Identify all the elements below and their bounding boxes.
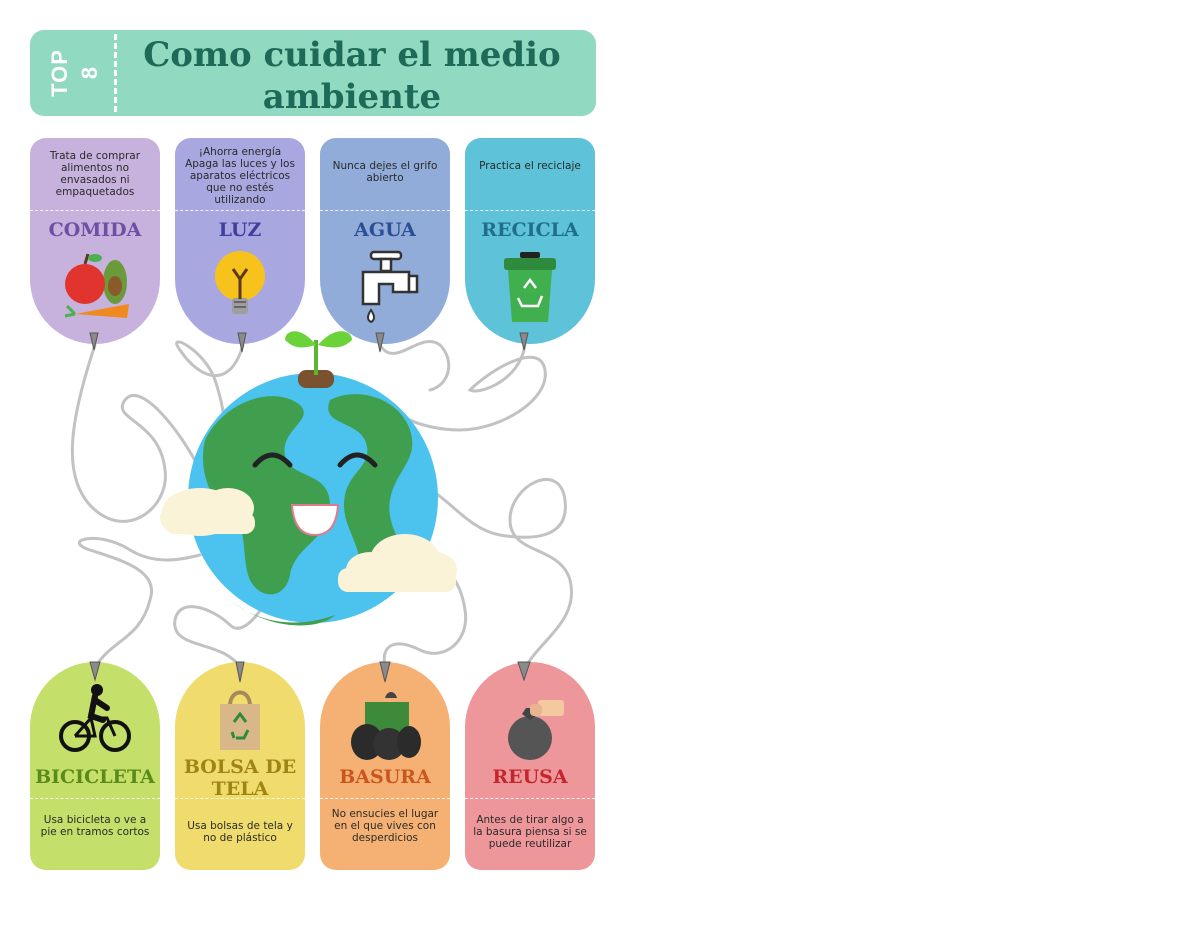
card-label: BASURA [339,766,431,788]
cloth-bag-icon [220,690,260,750]
recycle-bin-icon [504,252,556,322]
clip-icon [379,661,391,683]
card-description: Antes de tirar algo a la basura piensa s… [473,814,587,850]
clip-icon [375,332,385,353]
card-description: Usa bicicleta o ve a pie en tramos corto… [40,814,150,838]
card-divider [30,798,160,799]
card-reusa: REUSA Antes de tirar algo a la basura pi… [465,662,595,870]
clip-icon [237,332,247,353]
card-description: Practica el reciclaje [479,160,581,172]
card-description: Nunca dejes el grifo abierto [332,160,438,184]
card-bolsa-de-tela: BOLSA DE TELA Usa bolsas de tela y no de… [175,662,305,870]
clip-icon [235,661,245,683]
card-divider [175,210,305,211]
clip-icon [517,661,531,682]
cloud-left-icon [160,488,255,536]
cloud-right-icon [338,534,457,592]
card-divider [320,798,450,799]
clip-icon [89,332,99,351]
card-label: RECICLA [481,219,579,241]
card-description: No ensucies el lugar en el que vives con… [331,808,439,844]
garbage-bags-icon [351,692,421,760]
card-recicla: Practica el reciclaje RECICLA [465,138,595,344]
clip-icon [519,332,529,351]
light-bulb-icon [215,251,265,314]
card-description: Usa bolsas de tela y no de plástico [187,820,293,844]
reuse-bag-icon [508,700,564,760]
card-divider [30,210,160,211]
card-divider [465,798,595,799]
card-label: BICICLETA [35,766,155,788]
card-bicicleta: BICICLETA Usa bicicleta o ve a pie en tr… [30,662,160,870]
fruits-vegetables-icon [64,253,129,318]
banner-divider [114,34,117,112]
page-title: Como cuidar el medio ambiente [143,35,561,117]
bicycle-icon [59,684,131,752]
card-description: ¡Ahorra energía Apaga las luces y los ap… [185,146,295,206]
strings [70,340,574,670]
card-label: LUZ [218,219,262,241]
card-divider [175,798,305,799]
card-label: AGUA [354,219,416,241]
header-banner: TOP 8 Como cuidar el medio ambiente [30,30,596,117]
card-description: Trata de comprar alimentos no envasados … [49,150,141,198]
card-basura: BASURA No ensucies el lugar en el que vi… [320,662,450,870]
card-divider [320,210,450,211]
card-divider [465,210,595,211]
card-label: COMIDA [48,219,142,241]
card-agua: Nunca dejes el grifo abierto AGUA [320,138,450,344]
card-luz: ¡Ahorra energía Apaga las luces y los ap… [175,138,305,344]
card-comida: Trata de comprar alimentos no envasados … [30,138,160,344]
water-faucet-icon [361,250,419,324]
clip-icon [89,661,101,682]
card-label: REUSA [492,766,568,788]
card-label: BOLSA DE TELA [183,756,297,800]
